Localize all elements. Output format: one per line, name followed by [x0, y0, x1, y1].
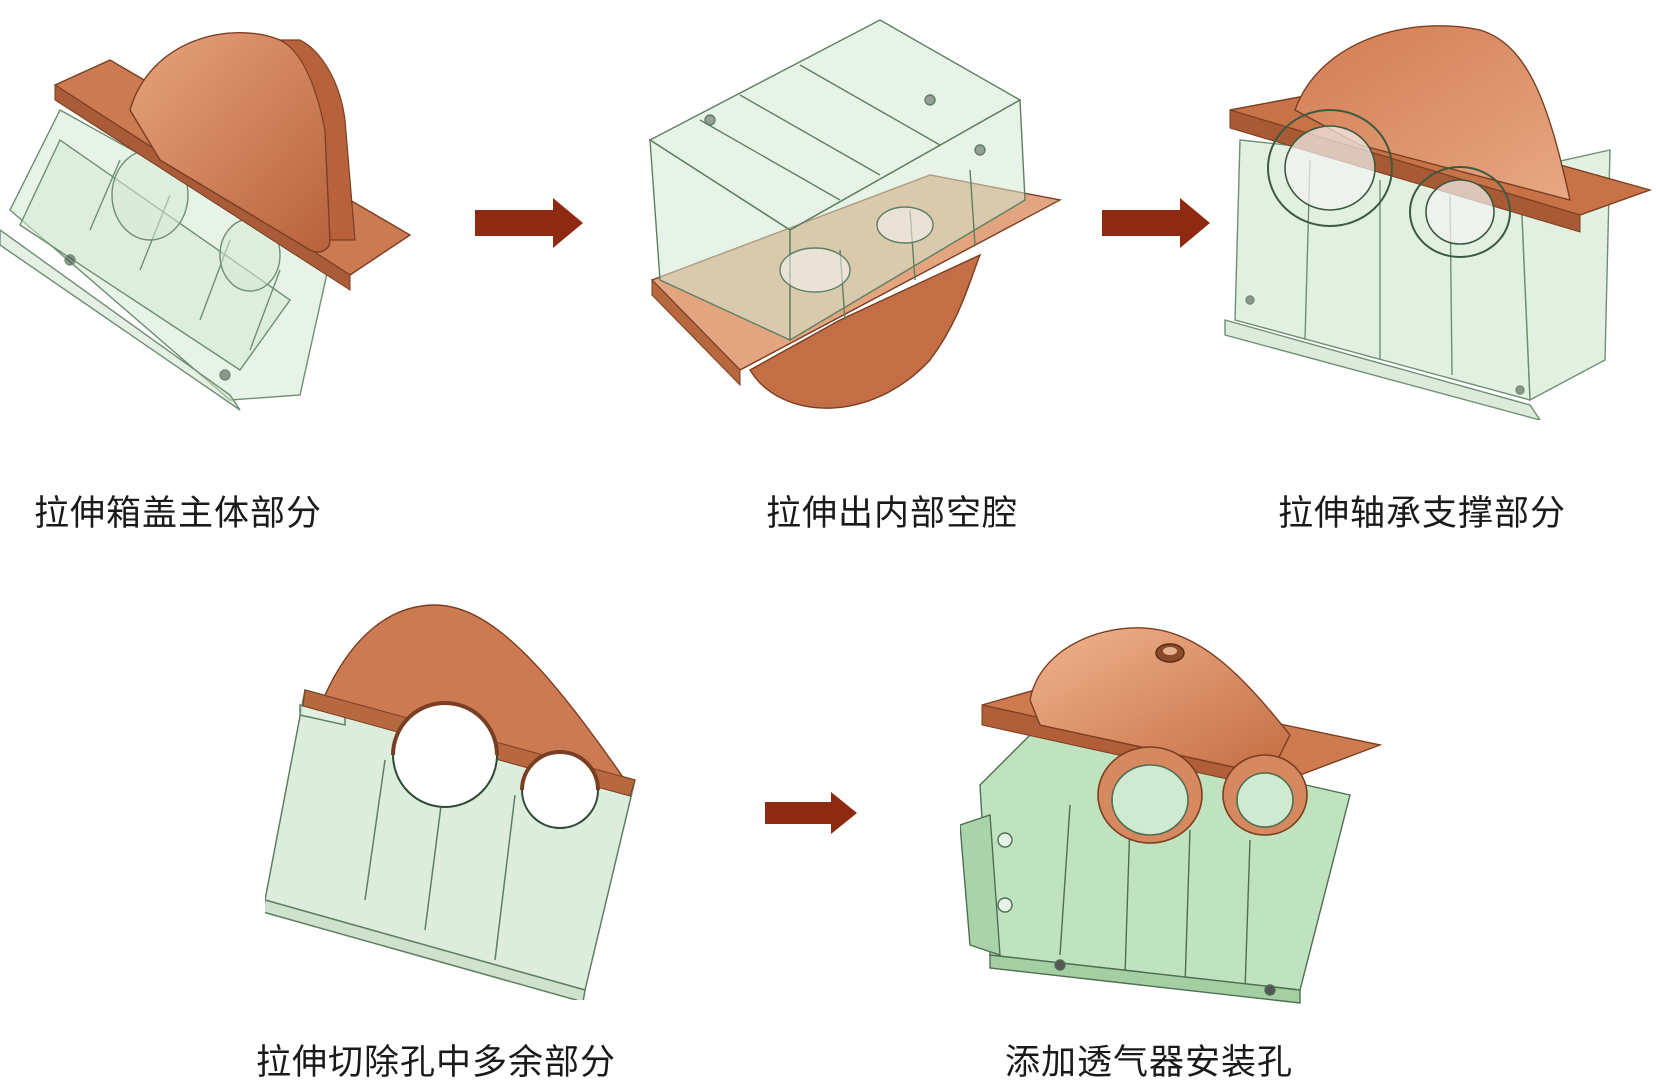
step-5-caption: 添加透气器安装孔	[1005, 1043, 1294, 1083]
step-1-caption: 拉伸箱盖主体部分	[34, 494, 323, 534]
step-4-figure	[265, 600, 665, 1000]
copper-arch	[749, 253, 982, 409]
step-3-figure	[1220, 0, 1656, 420]
step-2-figure	[640, 0, 1080, 430]
step-3-caption: 拉伸轴承支撑部分	[1278, 494, 1567, 534]
step-2-caption: 拉伸出内部空腔	[766, 494, 1019, 534]
copper-arch	[1294, 25, 1571, 201]
transparent-housing	[648, 19, 1026, 342]
right-arrow-icon	[475, 198, 583, 248]
right-arrow-icon	[765, 792, 857, 834]
copper-arch	[324, 604, 627, 782]
step-5-figure	[960, 625, 1390, 1015]
transparent-housing	[0, 109, 331, 411]
copper-arch	[1029, 627, 1291, 776]
step-4-caption: 拉伸切除孔中多余部分	[256, 1043, 617, 1083]
right-arrow-icon	[1102, 198, 1210, 248]
step-1-figure	[0, 0, 420, 420]
